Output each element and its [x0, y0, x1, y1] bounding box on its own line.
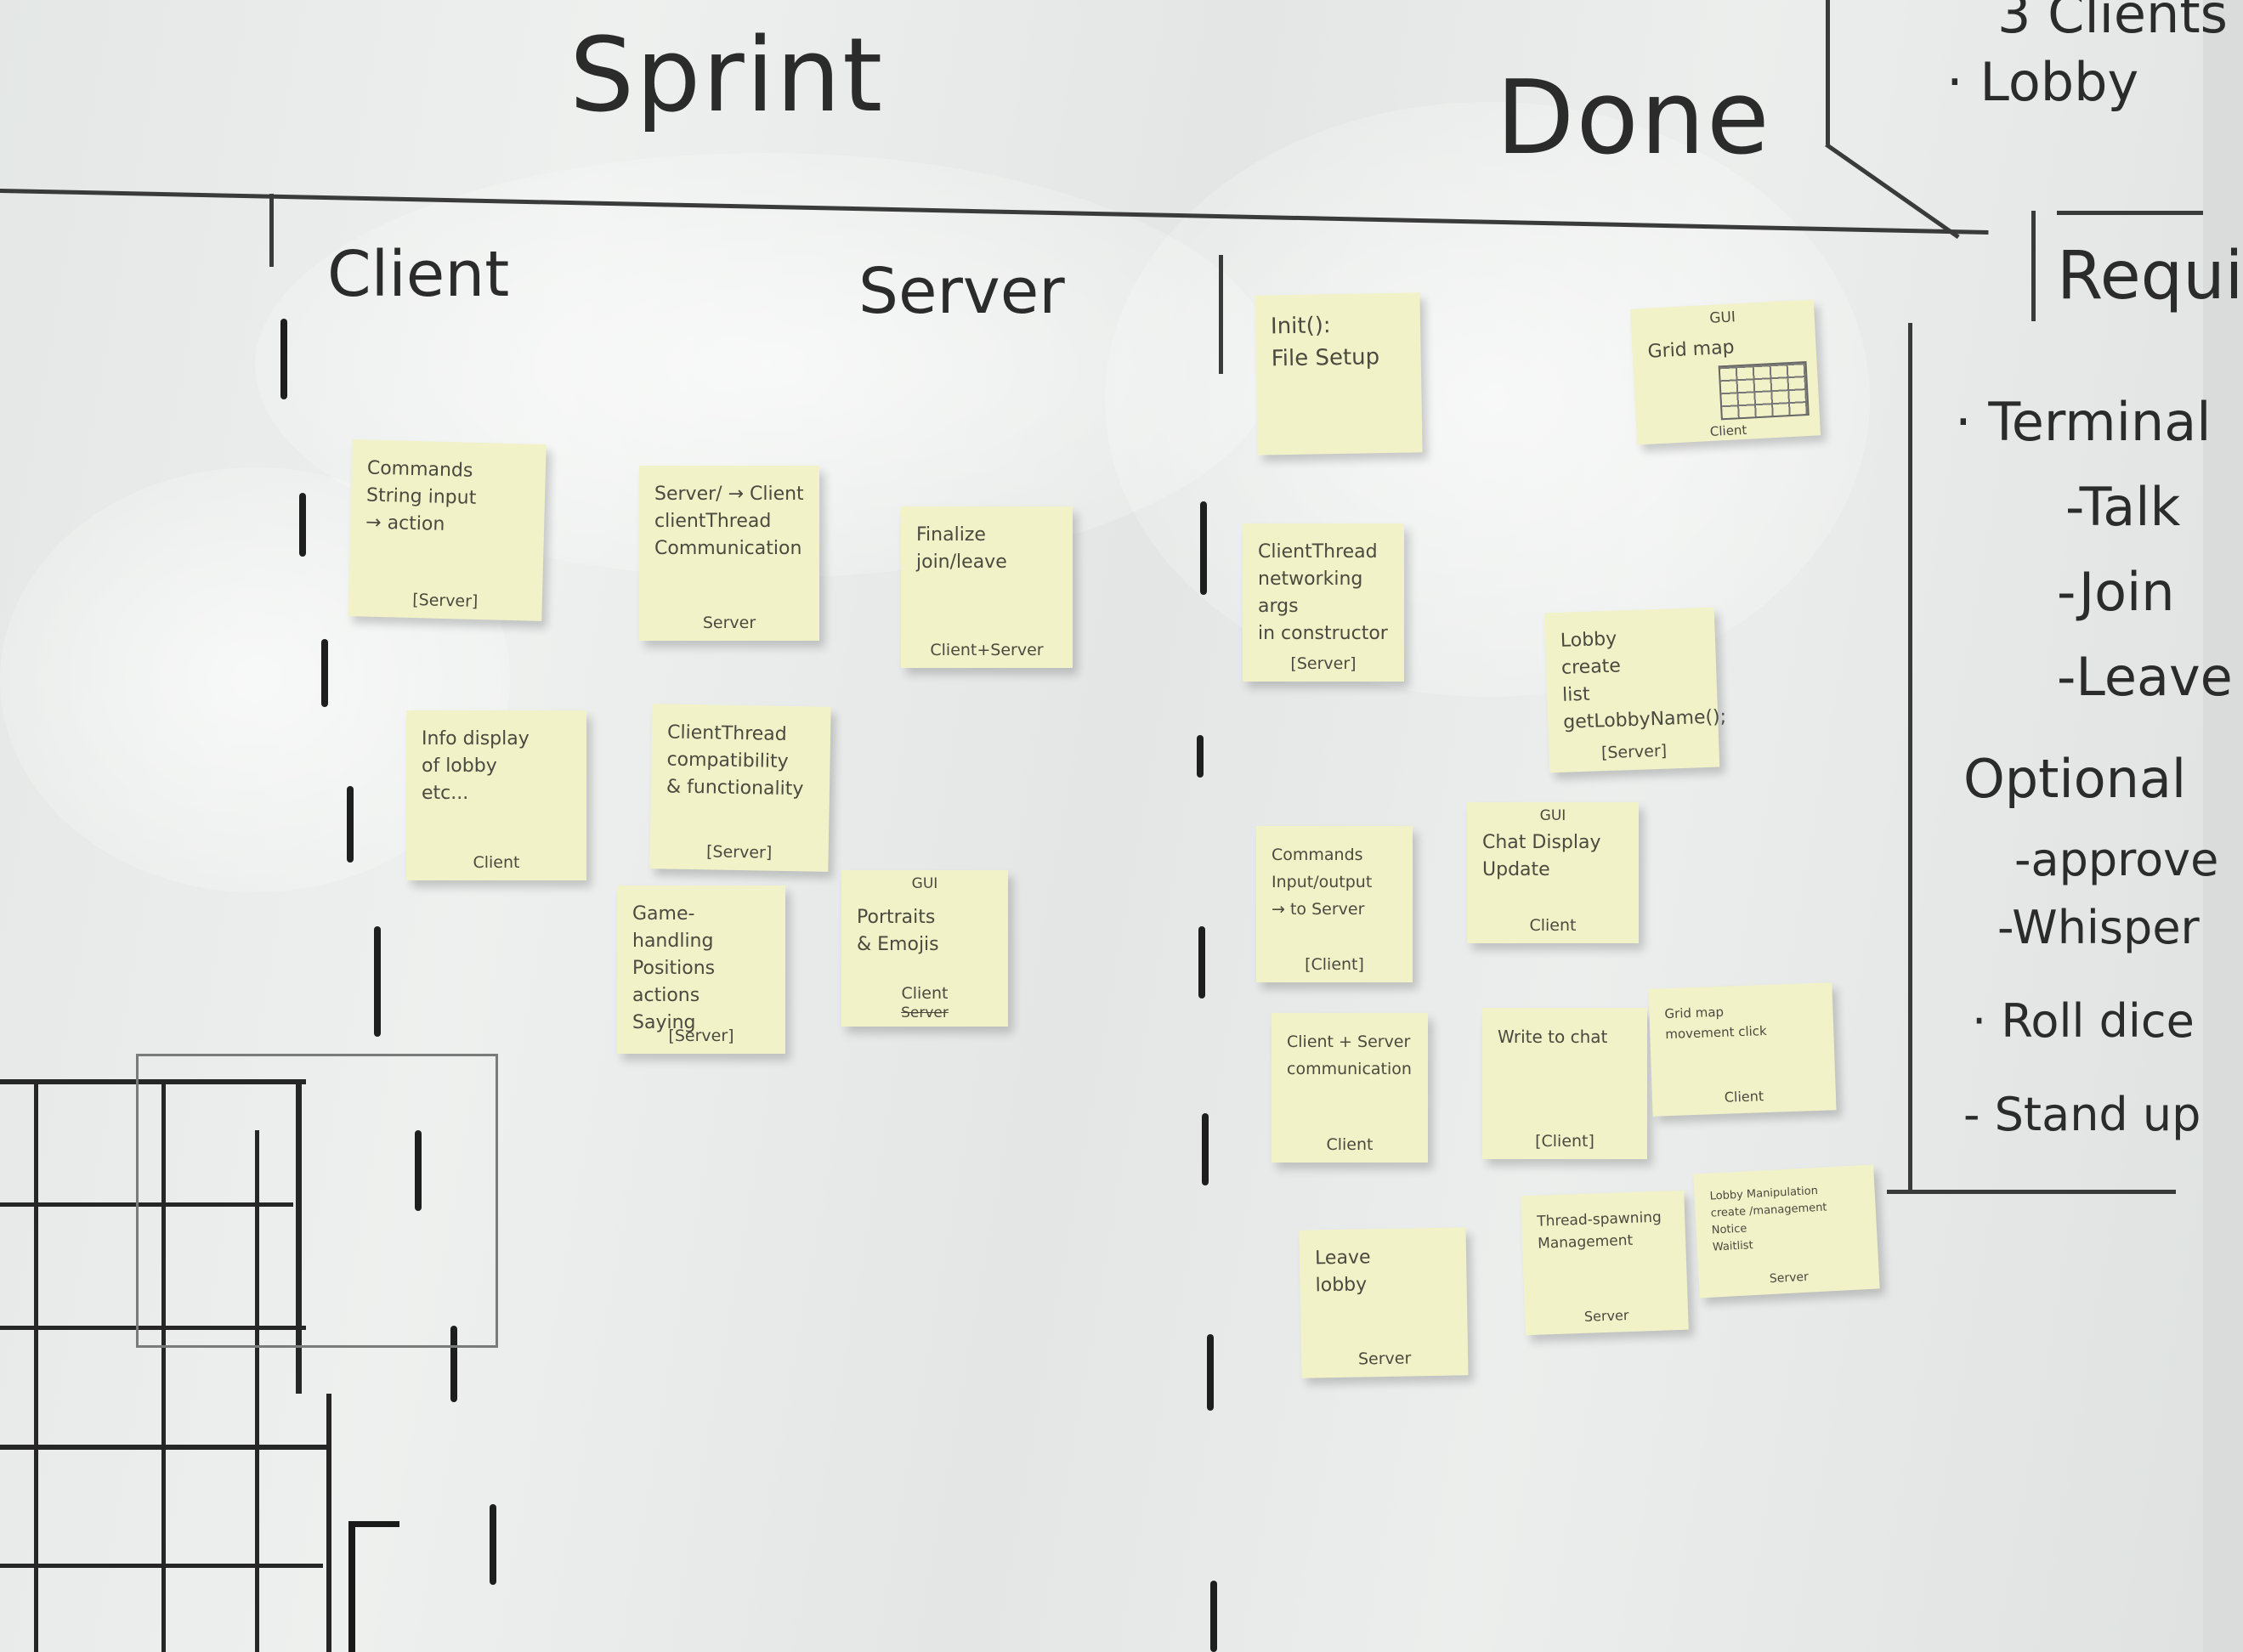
sticky-note-clientthread-compat: ClientThread compatibility & functionali…: [649, 704, 831, 872]
sticky-note-lobby-manipulation: Lobby Manipulation create /management No…: [1693, 1164, 1880, 1298]
sticky-note-lobby: Lobby create list getLobbyName(); [Serve…: [1543, 607, 1726, 773]
sprint-header: Sprint: [569, 17, 885, 135]
bottom-bracket-line: [348, 1521, 355, 1652]
sticky-note-info-display: Info display of lobby etc... Client: [406, 710, 586, 880]
arrow-line: [1825, 143, 1960, 240]
grid-sketch-icon: [1718, 360, 1810, 421]
requirements-box-left: [2031, 211, 2036, 321]
requirements-bracket: [1908, 323, 1912, 1190]
top-right-item: 3 Clients: [1997, 0, 2228, 45]
server-column-header: Server: [858, 255, 1065, 328]
done-divider-dash: [1207, 1334, 1214, 1411]
requirement-item: -approve: [2014, 833, 2219, 886]
requirement-item: · Terminal: [1955, 391, 2212, 453]
column-top-tick: [269, 194, 274, 267]
requirement-item: -Leave: [2057, 646, 2233, 708]
sticky-note-commands-io: Commands Input/output → to Server [Clien…: [1256, 826, 1413, 982]
requirement-item: -Talk: [2065, 476, 2181, 538]
done-divider-dash: [1200, 501, 1207, 595]
client-divider-dash: [299, 493, 306, 557]
sticky-note-thread-spawning: Thread-spawning Management Server: [1521, 1190, 1689, 1336]
done-divider-dash: [1198, 926, 1205, 999]
done-divider-dash: [1210, 1581, 1217, 1652]
client-column-header: Client: [327, 238, 510, 311]
requirements-header: Requi: [2057, 238, 2243, 314]
requirements-bracket-bottom: [1887, 1190, 2176, 1194]
client-divider-dash: [490, 1504, 496, 1585]
done-header: Done: [1496, 59, 1771, 178]
requirement-item: - Stand up: [1963, 1088, 2201, 1141]
done-divider-dash: [1197, 735, 1204, 778]
client-divider-dash: [321, 639, 328, 707]
grid-map-drawing: [0, 1079, 340, 1652]
sticky-note-chat-display: GUI Chat Display Update Client: [1467, 802, 1639, 943]
client-divider-dash: [450, 1326, 457, 1402]
sticky-note-game-handling: Game-handling Positions actions Saying […: [617, 885, 785, 1054]
sticky-note-server-client: Server/ → Client clientThread Communicat…: [639, 466, 819, 641]
requirement-item: -Whisper: [1997, 901, 2200, 954]
sticky-note-write-chat: Write to chat [Client]: [1482, 1008, 1647, 1159]
client-divider-dash: [347, 786, 354, 863]
sticky-note-init: Init(): File Setup: [1255, 292, 1423, 455]
top-right-item: · Lobby: [1946, 51, 2139, 113]
sticky-note-gui-portraits: GUI Portraits & Emojis Client Server: [841, 870, 1008, 1027]
sticky-note-grid-map-click: Grid map movement click Client: [1648, 982, 1837, 1117]
grid-overlay-frame: [136, 1054, 498, 1348]
client-divider-dash: [415, 1130, 422, 1211]
client-divider-dash: [280, 319, 287, 399]
requirement-item: · Roll dice: [1972, 994, 2195, 1048]
sticky-note-finalize: Finalize join/leave Client+Server: [901, 506, 1073, 668]
sticky-note-clientthread-net: ClientThread networking args in construc…: [1243, 523, 1404, 682]
top-right-bracket: [1826, 0, 1830, 144]
requirement-item: -Join: [2057, 561, 2175, 623]
done-divider-top: [1219, 255, 1223, 374]
sticky-note-commands: Commands String input → action [Server]: [348, 439, 547, 621]
sticky-note-client-server-comm: Client + Server communication Client: [1272, 1013, 1428, 1163]
client-divider-dash: [374, 926, 381, 1037]
requirements-underline: [2057, 211, 2203, 215]
sticky-note-gui-grid: GUI Grid map Client: [1629, 299, 1821, 445]
bottom-bracket-line: [348, 1521, 399, 1527]
done-divider-dash: [1202, 1113, 1209, 1185]
requirement-item: Optional: [1963, 748, 2187, 810]
sticky-note-leave-lobby: Leave lobby Server: [1299, 1227, 1469, 1378]
